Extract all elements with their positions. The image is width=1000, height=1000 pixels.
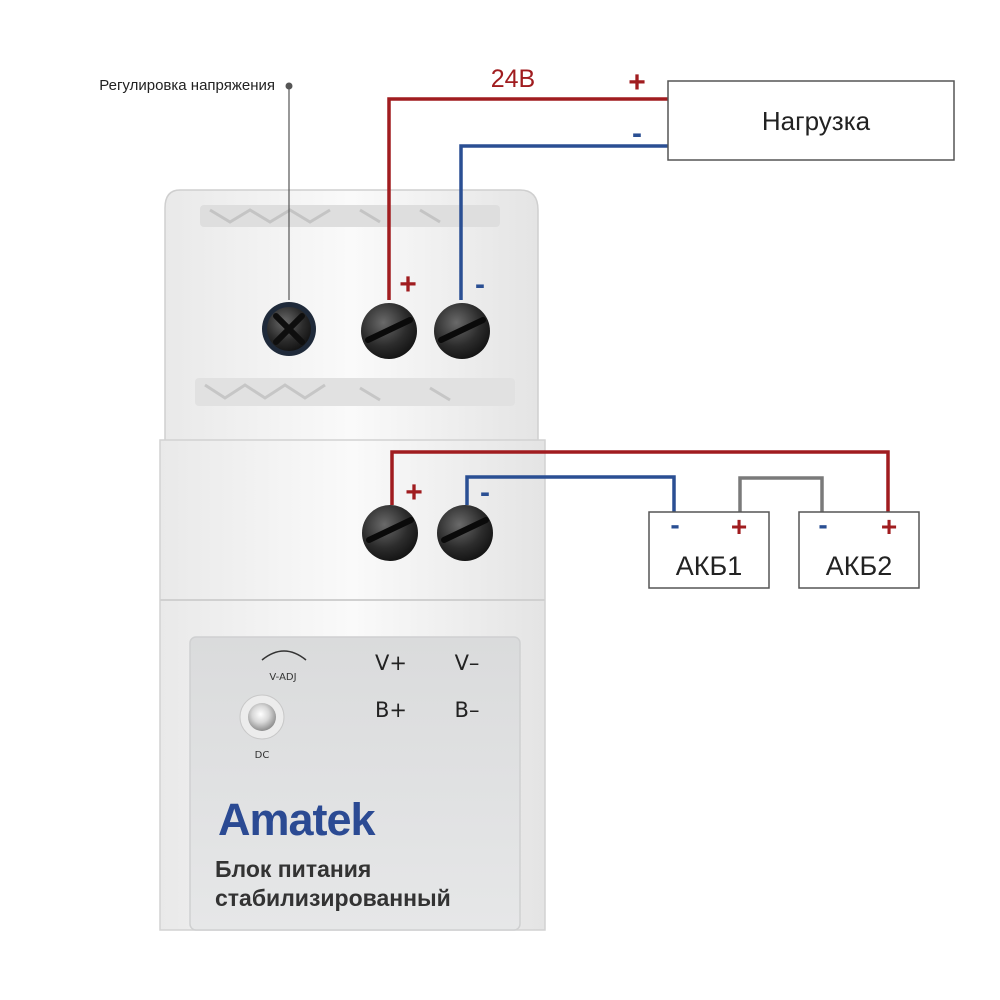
battery-terminal-plus[interactable] (362, 505, 418, 561)
dc-led-indicator (239, 694, 285, 740)
b-minus-label: B– (455, 698, 480, 722)
battery-2-label: АКБ2 (826, 551, 892, 581)
voltage-adjust-knob[interactable] (262, 302, 316, 356)
wire-battery-jumper (738, 476, 824, 512)
battery-terminal-minus[interactable] (437, 505, 493, 561)
battery-1: - + АКБ1 (648, 509, 770, 589)
wire-load-negative (459, 144, 668, 300)
battery-2-minus-sign: - (818, 509, 827, 540)
output-terminal-minus[interactable] (434, 303, 490, 359)
output-terminal-plus[interactable] (361, 303, 417, 359)
load-label: Нагрузка (762, 106, 871, 136)
load-minus-sign: - (632, 117, 642, 150)
battery-2: - + АКБ2 (798, 509, 920, 589)
wiring (387, 97, 890, 512)
product-name-line1: Блок питания (215, 856, 371, 882)
battery-plus-sign: + (405, 476, 423, 509)
battery-1-plus-sign: + (731, 511, 747, 542)
output-plus-sign: + (399, 268, 417, 301)
brand-logo: Amatek (218, 794, 377, 845)
product-name-line2: стабилизированный (215, 885, 451, 911)
wire-battery-positive (390, 450, 890, 512)
power-supply-device: V-ADJ DC V+ V– B+ B– Amatek Блок питания… (159, 189, 546, 931)
v-plus-label: V+ (375, 651, 407, 675)
dc-label: DC (255, 750, 270, 761)
v-minus-label: V– (455, 651, 480, 675)
mid-vents (195, 378, 515, 406)
wire-load-positive (387, 97, 668, 300)
adjust-leader (285, 82, 293, 300)
load-box: Нагрузка (667, 80, 955, 161)
battery-2-plus-sign: + (881, 511, 897, 542)
voltage-annotation: 24В (491, 65, 535, 93)
battery-minus-sign: - (480, 476, 490, 509)
b-plus-label: B+ (375, 698, 407, 722)
top-vents (200, 205, 500, 227)
voltage-adjust-annotation: Регулировка напряжения (99, 77, 275, 94)
v-adj-label: V-ADJ (269, 672, 296, 683)
wire-battery-negative (465, 475, 676, 512)
adjust-arc-icon (261, 650, 307, 661)
output-minus-sign: - (475, 268, 485, 301)
battery-1-label: АКБ1 (676, 551, 742, 581)
battery-1-minus-sign: - (670, 509, 679, 540)
load-plus-sign: + (628, 66, 646, 99)
